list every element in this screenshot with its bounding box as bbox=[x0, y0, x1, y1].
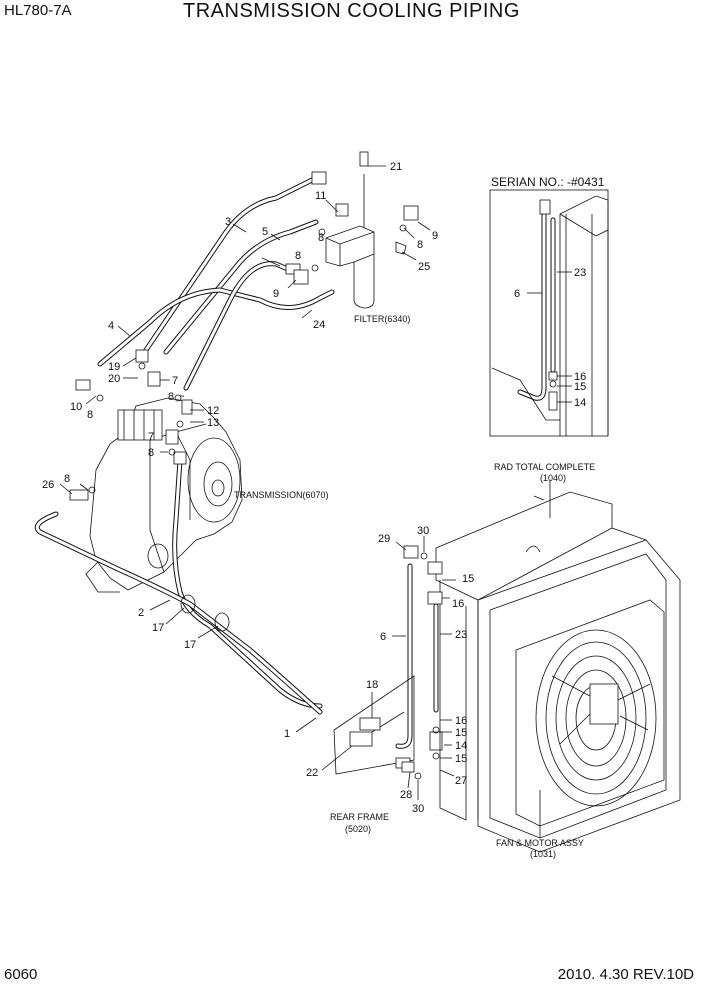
callout-6: 6 bbox=[380, 631, 386, 643]
callout-20: 20 bbox=[108, 373, 120, 385]
callout-7-lower: 7 bbox=[148, 431, 154, 443]
callout-2: 2 bbox=[138, 607, 144, 619]
callout-8-filter-left: 8 bbox=[318, 232, 324, 244]
rear-frame-label-2: (5020) bbox=[345, 824, 371, 834]
callout-8-filter-right: 8 bbox=[417, 239, 423, 251]
rear-frame-label-1: REAR FRAME bbox=[330, 812, 389, 822]
radiator-label-2: (1040) bbox=[540, 473, 566, 483]
bulkhead-fitting-22 bbox=[349, 731, 373, 747]
filter-assembly: FILTER(6340) bbox=[325, 151, 410, 324]
fan-guard bbox=[535, 629, 657, 807]
transmission-body: TRANSMISSION(6070) bbox=[85, 397, 329, 593]
callout-10: 10 bbox=[70, 401, 82, 413]
revision-date: 2010. 4.30 REV.10D bbox=[557, 966, 694, 983]
inset-callout-6: 6 bbox=[514, 288, 520, 300]
radiator-label-1: RAD TOTAL COMPLETE bbox=[494, 462, 595, 472]
radiator-assembly: RAD TOTAL COMPLETE (1040) FAN & MOTOR AS… bbox=[435, 462, 681, 859]
callout-3: 3 bbox=[225, 216, 231, 228]
callout-29: 29 bbox=[378, 533, 390, 545]
callout-8-hose-end: 8 bbox=[64, 473, 70, 485]
serial-inset: SERIAN NO.: -#0431 6 23 16 15 14 bbox=[489, 175, 609, 437]
callout-8-left: 8 bbox=[87, 409, 93, 421]
callout-19: 19 bbox=[108, 361, 120, 373]
page-title: TRANSMISSION COOLING PIPING bbox=[183, 0, 520, 22]
callout-25: 25 bbox=[418, 261, 430, 273]
callout-15-upper: 15 bbox=[462, 573, 474, 585]
callout-8-lower: 8 bbox=[148, 447, 154, 459]
inset-fitting-14 bbox=[548, 391, 558, 411]
callout-18: 18 bbox=[366, 679, 378, 691]
leader-lines bbox=[59, 165, 456, 800]
fan-label-2: (1031) bbox=[530, 849, 556, 859]
callout-26: 26 bbox=[42, 479, 54, 491]
callout-15-lower: 15 bbox=[455, 753, 467, 765]
callout-17-left: 17 bbox=[152, 622, 164, 634]
fittings bbox=[69, 171, 443, 780]
callout-14: 14 bbox=[455, 740, 467, 752]
serial-label: SERIAN NO.: -#0431 bbox=[491, 175, 605, 189]
valve-block bbox=[117, 409, 163, 441]
transmission-label: TRANSMISSION(6070) bbox=[234, 490, 329, 500]
callout-8-mid: 8 bbox=[295, 250, 301, 262]
rear-frame-plate: REAR FRAME (5020) bbox=[330, 675, 443, 834]
page-number: 6060 bbox=[4, 966, 38, 983]
inset-callout-14: 14 bbox=[574, 397, 586, 409]
fitting-14 bbox=[429, 731, 443, 751]
model-code: HL780-7A bbox=[4, 2, 72, 19]
callout-15-mid: 15 bbox=[455, 727, 467, 739]
inset-callout-23: 23 bbox=[574, 267, 586, 279]
callout-24: 24 bbox=[313, 319, 325, 331]
callout-8-center: 8 bbox=[168, 391, 174, 403]
callout-12: 12 bbox=[207, 405, 219, 417]
inset-callout-15: 15 bbox=[574, 381, 586, 393]
callout-30-lower: 30 bbox=[412, 803, 424, 815]
callout-11: 11 bbox=[315, 190, 326, 202]
callout-16-lower: 16 bbox=[455, 715, 467, 727]
inset-callout-16: 16 bbox=[574, 371, 586, 383]
callout-9-upper: 9 bbox=[432, 230, 438, 242]
callout-numbers: 21 11 3 5 9 8 8 25 8 9 24 4 19 20 7 10 8… bbox=[42, 161, 474, 815]
callout-7-upper: 7 bbox=[172, 375, 178, 387]
callout-13: 13 bbox=[207, 417, 219, 429]
callout-17-right: 17 bbox=[184, 639, 196, 651]
callout-22: 22 bbox=[306, 767, 318, 779]
callout-1: 1 bbox=[284, 728, 290, 740]
callout-5: 5 bbox=[262, 226, 268, 238]
callout-30-upper: 30 bbox=[417, 525, 429, 537]
callout-23: 23 bbox=[455, 629, 467, 641]
fan-label-1: FAN & MOTOR ASSY bbox=[496, 838, 584, 848]
fan-motor bbox=[589, 683, 619, 725]
callout-16-upper: 16 bbox=[452, 598, 464, 610]
callout-21: 21 bbox=[390, 161, 402, 173]
callout-28: 28 bbox=[400, 789, 412, 801]
bulkhead-fitting-18 bbox=[359, 717, 381, 731]
hose-lines bbox=[34, 175, 439, 749]
callout-9-lower: 9 bbox=[273, 288, 279, 300]
callout-27: 27 bbox=[455, 775, 467, 787]
callout-4: 4 bbox=[108, 320, 114, 332]
filter-label: FILTER(6340) bbox=[354, 314, 410, 324]
